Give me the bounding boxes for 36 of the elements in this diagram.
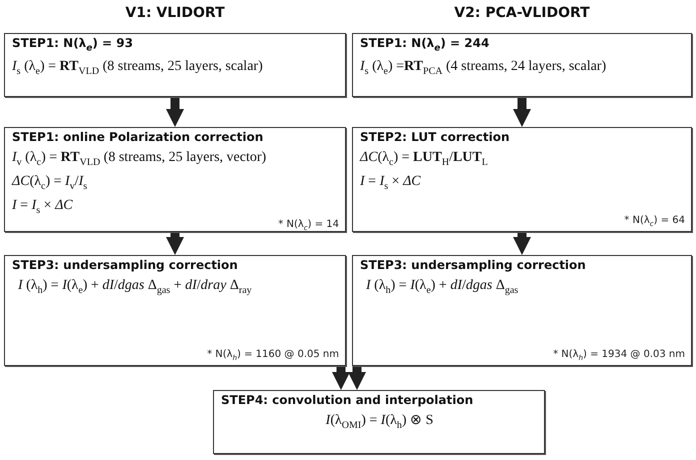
formula: ΔC(λ$_{c}$) = I$_{v}$/I$_{s}$ (12, 172, 88, 194)
footnote: * N(λ$_{c}$) = 14 (278, 219, 339, 232)
step-heading: STEP4: convolution and interpolation (221, 393, 474, 407)
arrow (166, 232, 184, 255)
arrow (166, 97, 184, 127)
step-heading: STEP3: undersampling correction (360, 258, 587, 272)
process-box (4, 255, 346, 366)
process-box (352, 255, 692, 366)
process-box (4, 127, 346, 232)
step-heading: STEP1: N(λ$_{e}$) = 244 (360, 36, 490, 54)
footnote: * N(λ$_{c}$) = 64 (624, 215, 685, 228)
formula: I = I$_{s}$ × ΔC (12, 196, 74, 218)
arrow (513, 97, 531, 127)
footnote: * N(λ$_{h}$) = 1160 @ 0.05 nm (207, 349, 339, 362)
column-title: V2: PCA-VLIDORT (453, 5, 591, 21)
column-title: V1: VLIDORT (124, 5, 226, 21)
formula: I(λ$_{OMI}$) = I(λ$_{h}$) ⊗ S (324, 412, 434, 433)
formula: I$_{s}$ (λ$_{e}$) = RT$_{VLD}$ (8 streams, 25 layers, scalar) (12, 58, 264, 80)
process-box (4, 33, 346, 97)
process-box (352, 127, 692, 232)
formula: I (λ$_{h}$) = I(λ$_{e}$) + dI/dgas Δ$_{gas}$ (366, 277, 520, 298)
formula: I = I$_{s}$ × ΔC (360, 172, 422, 194)
formula: I$_{s}$ (λ$_{e}$) =RT$_{PCA}$ (4 streams, 24 layers, scalar) (360, 58, 608, 80)
formula: I (λ$_{h}$) = I(λ$_{e}$) + dI/dgas Δ$_{gas}$ + dI/dray Δ$_{ray}$ (18, 277, 253, 298)
formula: ΔC(λ$_{c}$) = LUT$_{H}$/LUT$_{L}$ (360, 149, 489, 170)
process-box (352, 33, 692, 97)
step-heading: STEP2: LUT correction (360, 130, 511, 144)
arrow (513, 232, 531, 255)
formula: I$_{v}$ (λ$_{c}$) = RT$_{VLD}$ (8 streams, 25 layers, vector) (12, 149, 268, 170)
footnote: * N(λ$_{h}$) = 1934 @ 0.03 nm (553, 349, 685, 362)
arrow (348, 366, 366, 390)
step-heading: STEP3: undersampling correction (12, 258, 239, 272)
arrow (332, 366, 350, 390)
process-box (213, 390, 545, 454)
step-heading: STEP1: N(λ$_{e}$) = 93 (12, 36, 134, 54)
step-heading: STEP1: online Polarization correction (12, 130, 264, 144)
